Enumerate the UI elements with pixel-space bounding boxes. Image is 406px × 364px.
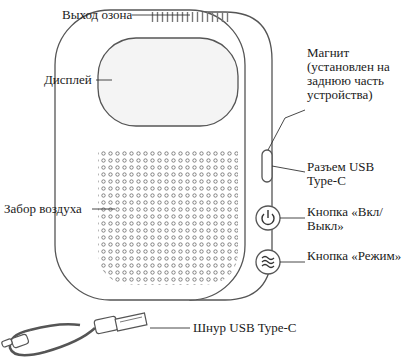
cable-label: Шнур USB Type-C xyxy=(193,321,323,335)
ozone-outlet xyxy=(150,10,230,24)
magnet-label: Магнит (установлен на заднюю часть устро… xyxy=(307,46,403,102)
usb-port xyxy=(262,150,272,182)
power-button xyxy=(256,206,280,230)
usb-port-label: Разъем USB Type-C xyxy=(307,160,403,188)
body-front xyxy=(55,10,245,300)
air-intake-grille xyxy=(98,150,238,285)
power-button-label: Кнопка «Вкл/ Выкл» xyxy=(307,205,403,233)
mode-button xyxy=(256,250,280,274)
leader-lines xyxy=(92,15,305,328)
display xyxy=(98,38,238,126)
mode-button-label: Кнопка «Режим» xyxy=(307,249,403,263)
air-intake-label: Забор воздуха xyxy=(4,202,92,216)
display-label: Дисплей xyxy=(44,73,96,87)
ozone-outlet-label: Выход озона xyxy=(62,8,134,22)
usb-cable xyxy=(1,313,147,355)
